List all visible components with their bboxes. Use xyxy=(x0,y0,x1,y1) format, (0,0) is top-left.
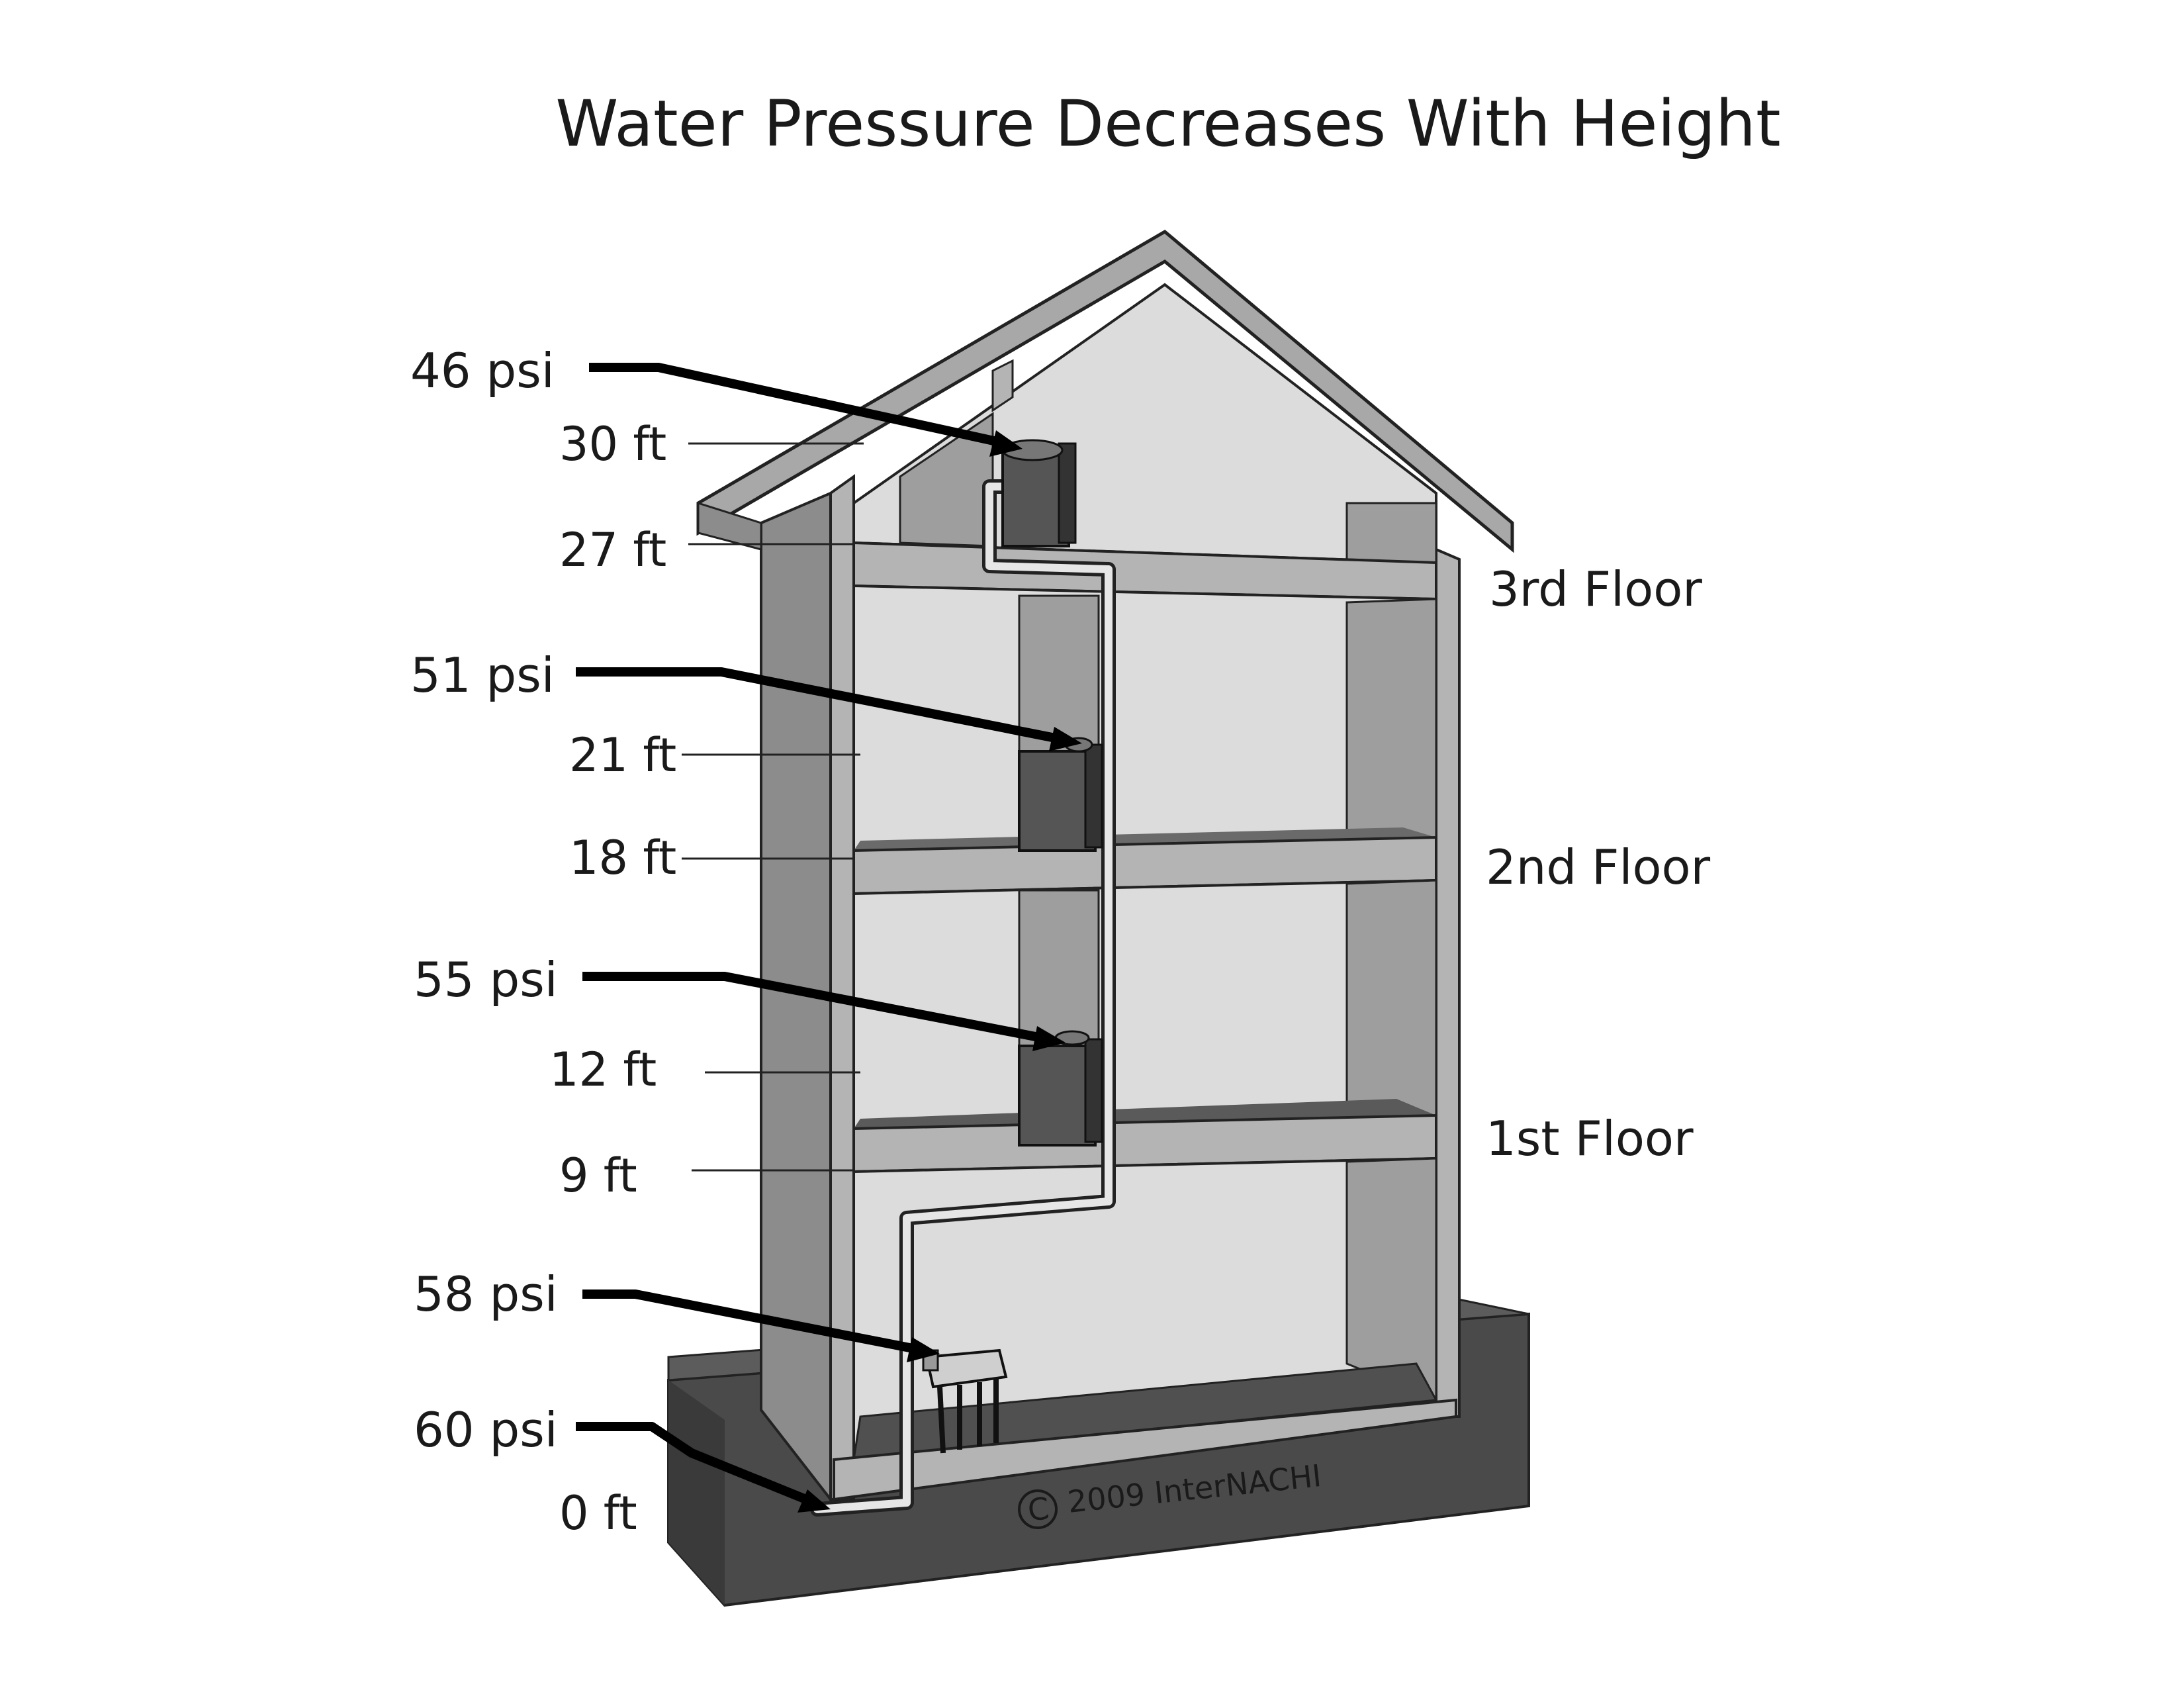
label-60psi: 60 psi xyxy=(414,1402,558,1458)
label-18ft: 18 ft xyxy=(569,831,676,885)
pressure-labels: 46 psi 51 psi 55 psi 58 psi 60 psi xyxy=(410,343,558,1458)
label-27ft: 27 ft xyxy=(559,523,666,577)
label-0ft: 0 ft xyxy=(559,1486,637,1540)
label-30ft: 30 ft xyxy=(559,417,666,471)
label-51psi: 51 psi xyxy=(410,647,555,703)
floor-labels: 3rd Floor 2nd Floor 1st Floor xyxy=(1486,561,1711,1166)
label-21ft: 21 ft xyxy=(569,728,676,782)
label-55psi: 55 psi xyxy=(414,952,558,1008)
label-46psi: 46 psi xyxy=(410,343,555,399)
fixture-second-floor xyxy=(1019,1031,1102,1145)
label-3rd-floor: 3rd Floor xyxy=(1489,561,1702,617)
label-58psi: 58 psi xyxy=(414,1266,558,1322)
house-illustration xyxy=(668,232,1529,1605)
diagram-title: Water Pressure Decreases With Height xyxy=(555,87,1780,161)
label-12ft: 12 ft xyxy=(549,1043,657,1097)
copyright-symbol: C xyxy=(1026,1490,1051,1528)
fixture-attic xyxy=(1003,440,1075,546)
label-9ft: 9 ft xyxy=(559,1149,637,1203)
fixture-third-floor xyxy=(1019,738,1102,851)
label-1st-floor: 1st Floor xyxy=(1486,1111,1694,1166)
label-2nd-floor: 2nd Floor xyxy=(1486,839,1711,895)
